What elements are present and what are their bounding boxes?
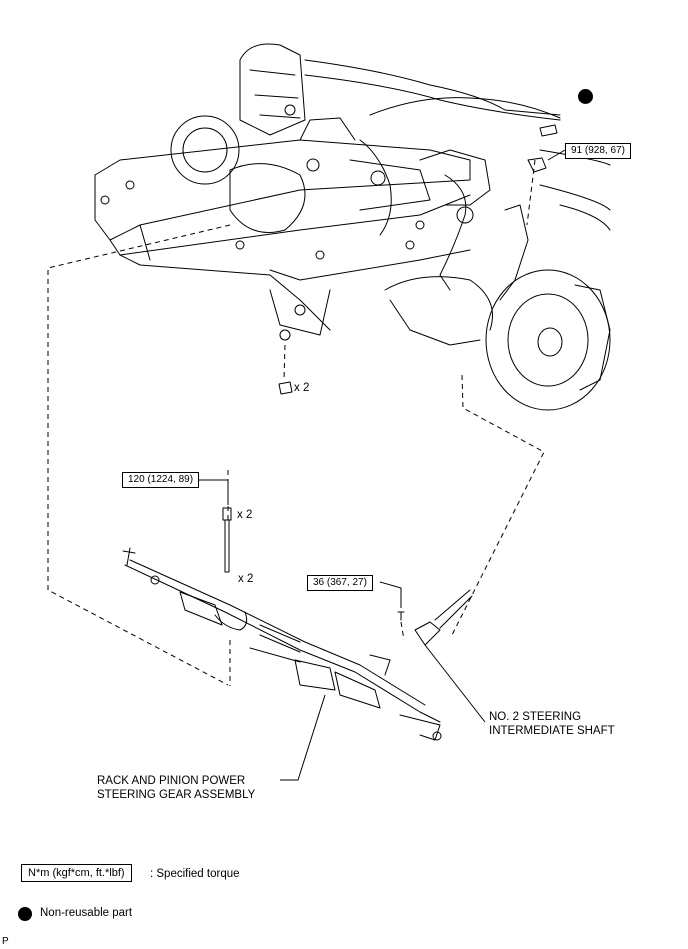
brake-disc <box>485 204 611 411</box>
vehicle-body-outline <box>170 43 611 231</box>
front-subframe <box>94 104 493 346</box>
lower-nut-drawing <box>278 381 293 395</box>
figure-code: P <box>2 936 9 947</box>
bolt-quantity-2: x 2 <box>238 573 254 585</box>
upper-nut-drawing <box>527 124 558 173</box>
shaft-callout-line1: NO. 2 STEERING <box>489 711 582 723</box>
torque-box-joint-bolt: 36 (367, 27) <box>307 575 373 591</box>
rack-callout-line1: RACK AND PINION POWER <box>97 775 246 787</box>
legend-nonreusable-description: Non-reusable part <box>40 907 133 919</box>
legend-torque-description: : Specified torque <box>150 868 240 880</box>
torque-box-bolt: 120 (1224, 89) <box>122 472 200 488</box>
dashed-guide-lines <box>47 159 545 686</box>
shaft-callout-line2: INTERMEDIATE SHAFT <box>489 725 615 737</box>
rack-callout-line2: STEERING GEAR ASSEMBLY <box>97 789 256 801</box>
steering-rack-drawing <box>122 547 442 741</box>
joint-bolt-drawing <box>397 611 405 621</box>
legend-torque-unit: N*m (kgf*cm, ft.*lbf) <box>21 864 132 882</box>
leader-lines <box>198 149 566 781</box>
legend-nonreusable-icon <box>18 907 32 921</box>
long-bolt-drawing <box>222 507 232 573</box>
torque-box-upper-nut: 91 (928, 67) <box>565 143 631 159</box>
nut-quantity: x 2 <box>294 382 310 394</box>
nonreusable-marker <box>578 89 593 104</box>
bolt-quantity: x 2 <box>237 509 253 521</box>
intermediate-shaft-drawing <box>414 589 473 646</box>
